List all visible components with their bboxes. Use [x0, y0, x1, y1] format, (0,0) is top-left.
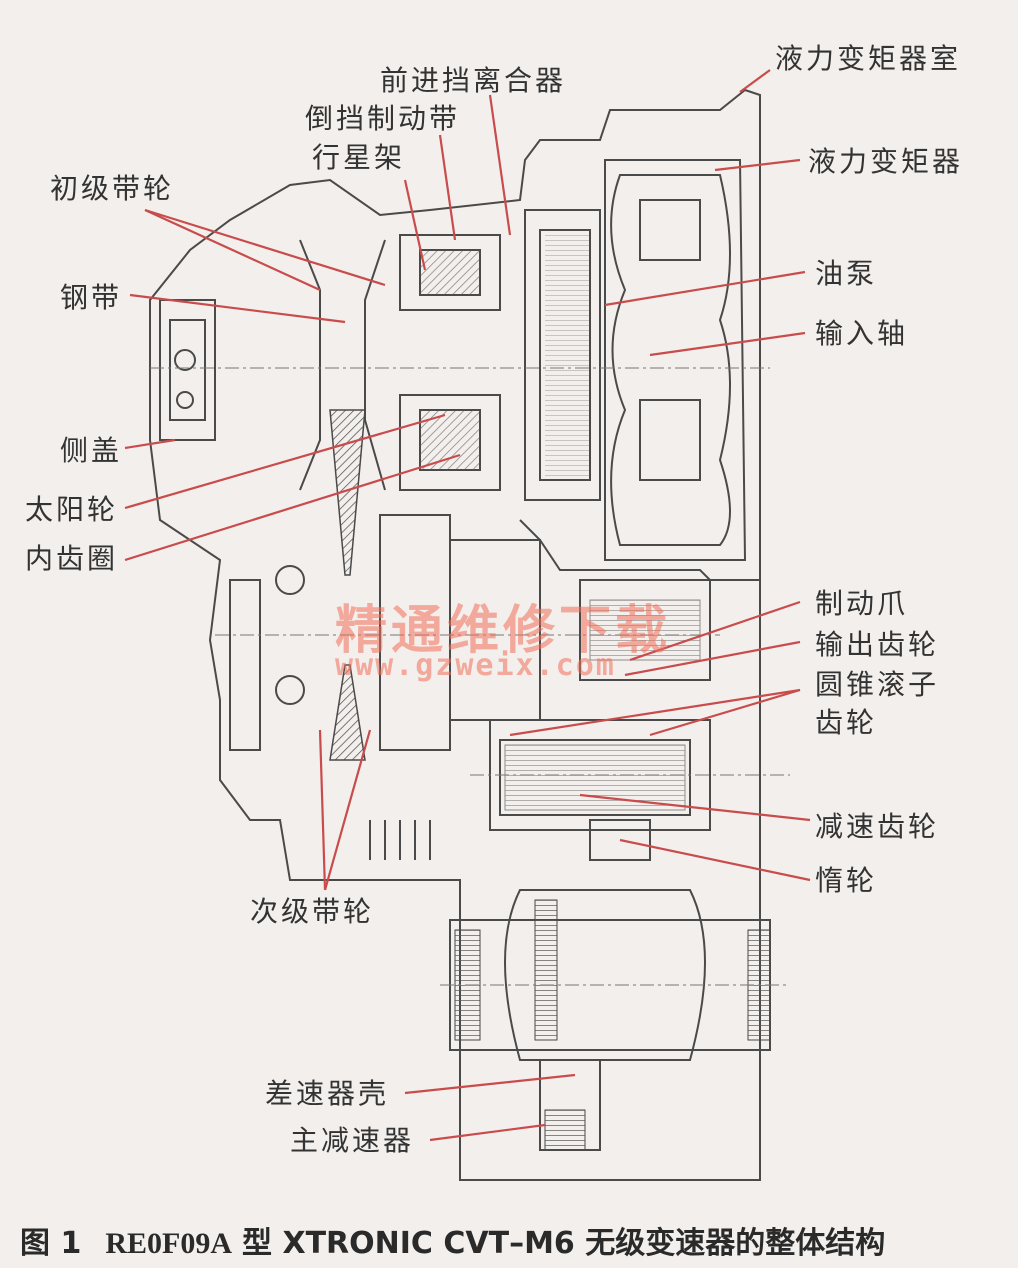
label-side-cover: 侧盖: [60, 434, 123, 467]
label-differential-case: 差速器壳: [265, 1077, 390, 1110]
label-reverse-brake: 倒挡制动带: [305, 102, 461, 135]
leader-lines: [124, 69, 811, 1142]
label-reduction-gear: 减速齿轮: [815, 810, 940, 843]
center-lines: [150, 367, 790, 986]
label-input-shaft: 输入轴: [815, 317, 909, 350]
watermark-url: www.gzweix.com: [335, 648, 616, 683]
label-parking-pawl: 制动爪: [815, 587, 909, 620]
label-oil-pump: 油泵: [815, 257, 878, 290]
label-taper-roller-gear-1: 圆锥滚子: [815, 668, 940, 701]
label-taper-roller-gear-2: 齿轮: [815, 706, 878, 739]
label-steel-belt: 钢带: [60, 281, 123, 314]
label-ring-gear: 内齿圈: [25, 542, 119, 575]
figure-model: RE0F09A: [105, 1227, 232, 1260]
label-sun-gear: 太阳轮: [25, 493, 119, 526]
label-torque-converter: 液力变矩器: [808, 145, 964, 178]
label-planet-carrier: 行星架: [312, 141, 406, 174]
label-final-drive: 主减速器: [290, 1124, 415, 1157]
watermark-text: 精通维修下载: [335, 601, 672, 661]
label-forward-clutch: 前进挡离合器: [380, 64, 567, 97]
component-fills: [329, 230, 771, 1151]
figure-caption-text: 型 XTRONIC CVT–M6 无级变速器的整体结构: [242, 1226, 886, 1261]
label-primary-pulley: 初级带轮: [50, 172, 175, 205]
figure-caption: 图 1 RE0F09A 型 XTRONIC CVT–M6 无级变速器的整体结构: [20, 1218, 885, 1262]
label-idler-gear: 惰轮: [815, 864, 878, 897]
label-secondary-pulley: 次级带轮: [250, 895, 375, 928]
label-output-gear: 输出齿轮: [815, 628, 940, 661]
figure-number: 图 1: [20, 1226, 82, 1261]
label-torque-converter-housing: 液力变矩器室: [775, 42, 962, 75]
